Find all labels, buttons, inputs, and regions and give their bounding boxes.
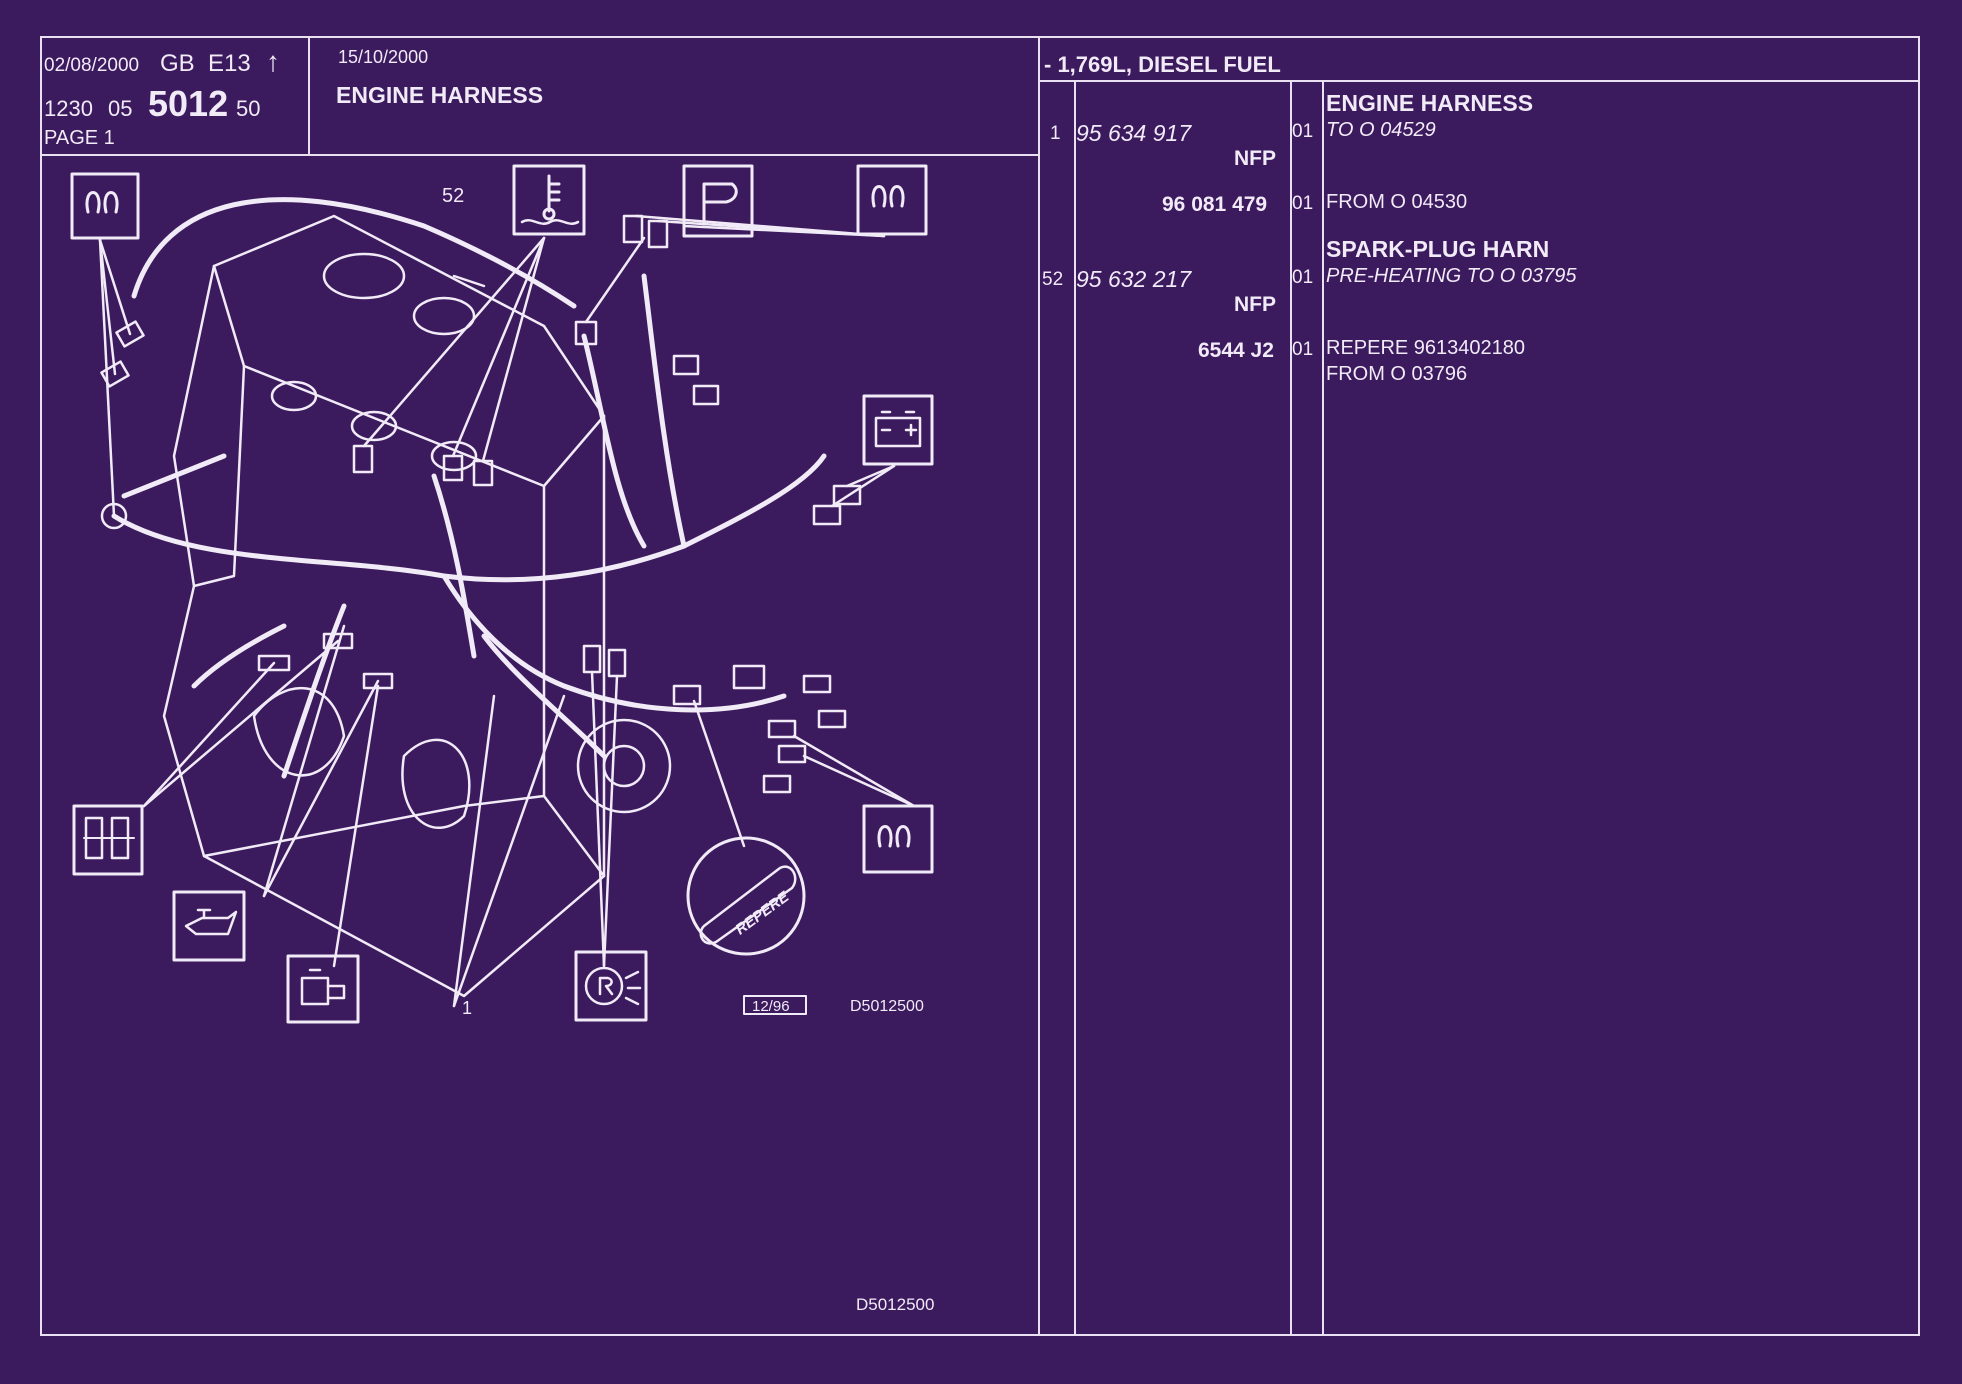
date-code-box: [743, 995, 807, 1015]
header-group: 5012: [148, 83, 229, 124]
coolant-temp-icon: [512, 164, 586, 236]
divider-col-part: [1290, 82, 1292, 1334]
alternator-icon: [574, 950, 648, 1022]
row1-title: ENGINE HARNESS: [1326, 90, 1534, 116]
glow-plug-icon: [856, 164, 928, 236]
header-ref-a: 1230: [44, 96, 93, 121]
row1-qty: 01: [1292, 121, 1314, 142]
up-arrow-icon: ↑: [266, 46, 280, 77]
row2-qty: 01: [1292, 193, 1314, 214]
row2-part: 96 081 479: [1162, 193, 1268, 216]
row3-title: SPARK-PLUG HARN: [1326, 236, 1550, 262]
oil-pressure-icon: [172, 890, 246, 962]
divider-col-qty: [1322, 82, 1324, 1334]
drawing-ref: D5012500: [850, 998, 924, 1015]
divider-header-bottom: [40, 154, 1038, 156]
row1-nfp: NFP: [1234, 147, 1276, 170]
date-code: 12/96: [752, 998, 790, 1015]
repere-tag-icon: [686, 836, 806, 956]
header-region: GB: [160, 50, 195, 77]
footer-ref: D5012500: [856, 1295, 935, 1314]
engine-harness-drawing: REPERE 52 1 12/96 D5012500: [70, 164, 934, 1024]
row3-nfp: NFP: [1234, 293, 1276, 316]
harness-wires: [111, 197, 827, 779]
divider-drawing-table: [1038, 38, 1040, 1334]
row4-desc: REPERE 9613402180: [1326, 337, 1526, 359]
row3-qty: 01: [1292, 267, 1314, 288]
header-code: E13: [208, 50, 251, 77]
row3-ref: 52: [1042, 269, 1064, 290]
row1-ref: 1: [1050, 123, 1061, 144]
row1-desc: TO O 04529: [1326, 119, 1436, 141]
callout-1: 1: [462, 998, 472, 1018]
header-date-left: 02/08/2000: [44, 55, 140, 76]
row3-part: 95 632 217: [1076, 266, 1192, 292]
leader-lines: [98, 214, 916, 1008]
engine-block: [100, 214, 672, 998]
relay-icon: [72, 804, 144, 876]
row2-desc: FROM O 04530: [1326, 191, 1468, 213]
glow-plug-icon: [70, 172, 140, 240]
header-page: PAGE 1: [44, 127, 115, 149]
glow-plug-icon: [862, 804, 934, 874]
row4-part: 6544 J2: [1198, 339, 1274, 362]
divider-engine-row: [1038, 80, 1918, 82]
divider-col-ref: [1074, 82, 1076, 1334]
repere-label: REPERE: [732, 888, 793, 939]
connectors: [100, 214, 862, 794]
header-ref-c: 50: [236, 96, 261, 121]
row4-qty: 01: [1292, 339, 1314, 360]
row3-desc: PRE-HEATING TO O 03795: [1326, 265, 1577, 287]
header-date-right: 15/10/2000: [338, 47, 429, 67]
page-frame: [40, 36, 1920, 1336]
header-ref-b: 05: [108, 96, 133, 121]
divider-header-left: [308, 38, 310, 156]
page-title: ENGINE HARNESS: [336, 82, 544, 108]
callout-52: 52: [442, 185, 464, 207]
starter-icon: [286, 954, 360, 1024]
row4-desc2: FROM O 03796: [1326, 363, 1468, 385]
fuel-filter-icon: [682, 164, 754, 238]
battery-icon: [862, 394, 934, 466]
engine-spec: - 1,769L, DIESEL FUEL: [1044, 52, 1281, 77]
row1-part: 95 634 917: [1076, 120, 1192, 146]
